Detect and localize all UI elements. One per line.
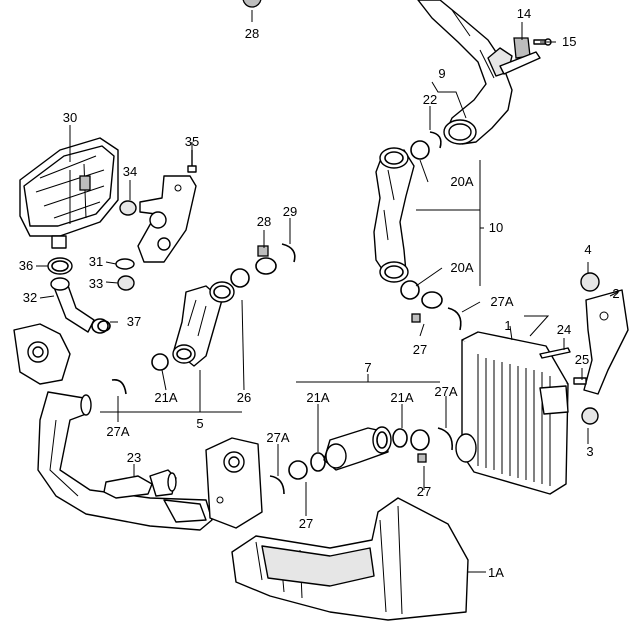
label-37: 37 xyxy=(127,314,141,329)
clamp-28-mid xyxy=(255,245,277,275)
grommet-4 xyxy=(580,272,600,292)
label-27-upper: 27 xyxy=(413,342,427,357)
ring-21A-mid xyxy=(310,452,326,472)
label-5: 5 xyxy=(196,416,203,431)
label-27A-lower: 27A xyxy=(266,430,289,445)
label-27A-left: 27A xyxy=(106,424,129,439)
label-27-mid: 27 xyxy=(417,484,431,499)
label-21A-mid1: 21A xyxy=(306,390,329,405)
clamp-37 xyxy=(91,318,111,334)
bracket xyxy=(137,175,197,263)
ring-20A-bottom xyxy=(400,280,420,300)
clip-27A-right xyxy=(447,307,462,331)
clamp-27-low xyxy=(288,460,308,480)
intercooler xyxy=(455,331,569,495)
label-20A-bottom: 20A xyxy=(450,260,473,275)
washer-31 xyxy=(115,258,135,270)
grommet-3 xyxy=(581,407,599,425)
label-9: 9 xyxy=(438,66,445,81)
bracket-2 xyxy=(583,289,629,395)
label-7: 7 xyxy=(364,360,371,375)
label-21A-mid2: 21A xyxy=(390,390,413,405)
clamp-36 xyxy=(47,257,73,275)
hose-10 xyxy=(373,147,415,283)
bolt-28-top xyxy=(242,0,262,8)
clamp-27-mid xyxy=(410,429,430,463)
label-25: 25 xyxy=(575,352,589,367)
clip-27A-left xyxy=(111,378,127,395)
hose-7 xyxy=(323,426,392,471)
label-28-mid: 28 xyxy=(257,214,271,229)
label-27-low: 27 xyxy=(299,516,313,531)
label-4: 4 xyxy=(584,242,591,257)
label-21A-left: 21A xyxy=(154,390,177,405)
boost-pressure-sensor xyxy=(487,37,541,77)
label-20A-top: 20A xyxy=(450,174,473,189)
air-resonator-30 xyxy=(19,137,119,249)
label-36: 36 xyxy=(19,258,33,273)
bolt-24 xyxy=(539,347,571,359)
ring-21A-left xyxy=(151,353,169,371)
callout-labels: 28 14 15 9 22 30 35 34 20A 28 29 10 4 31… xyxy=(19,6,620,580)
elbow-hose-32 xyxy=(50,277,95,333)
label-35: 35 xyxy=(185,134,199,149)
clip-27A-lower xyxy=(269,475,285,495)
clip-29 xyxy=(281,243,296,263)
intake-hose-26 xyxy=(172,281,235,367)
label-31: 31 xyxy=(89,254,103,269)
label-26: 26 xyxy=(237,390,251,405)
air-duct-1A xyxy=(231,497,469,621)
label-30: 30 xyxy=(63,110,77,125)
label-15: 15 xyxy=(562,34,576,49)
label-10: 10 xyxy=(489,220,503,235)
label-22: 22 xyxy=(423,92,437,107)
label-1: 1 xyxy=(504,318,511,333)
label-32: 32 xyxy=(23,290,37,305)
label-34: 34 xyxy=(123,164,137,179)
label-24: 24 xyxy=(557,322,571,337)
upper-intake-pipe xyxy=(417,0,513,145)
label-3: 3 xyxy=(586,444,593,459)
label-23: 23 xyxy=(127,450,141,465)
flange-left xyxy=(205,437,263,529)
label-33: 33 xyxy=(89,276,103,291)
label-27A-right: 27A xyxy=(490,294,513,309)
bolt-35 xyxy=(187,150,197,173)
clip-27A-mid xyxy=(437,427,454,451)
pipe-stub-left xyxy=(163,499,207,523)
label-14: 14 xyxy=(517,6,531,21)
label-27A-mid: 27A xyxy=(434,384,457,399)
label-28-top: 28 xyxy=(245,26,259,41)
grommet-33 xyxy=(117,275,135,291)
ring-21A-mid2 xyxy=(392,428,408,448)
clip-22 xyxy=(429,131,442,149)
leader-lines xyxy=(36,10,619,573)
bolt-25 xyxy=(573,377,587,385)
label-1A: 1A xyxy=(488,565,504,580)
connector-23 xyxy=(103,469,177,499)
label-29: 29 xyxy=(283,204,297,219)
grommet-34 xyxy=(119,200,137,216)
ring-26 xyxy=(230,268,250,288)
ring-20A-top xyxy=(410,140,430,160)
clamp-27-upper xyxy=(411,291,443,323)
label-2: 2 xyxy=(612,286,619,301)
lower-left-pipe xyxy=(13,323,213,531)
